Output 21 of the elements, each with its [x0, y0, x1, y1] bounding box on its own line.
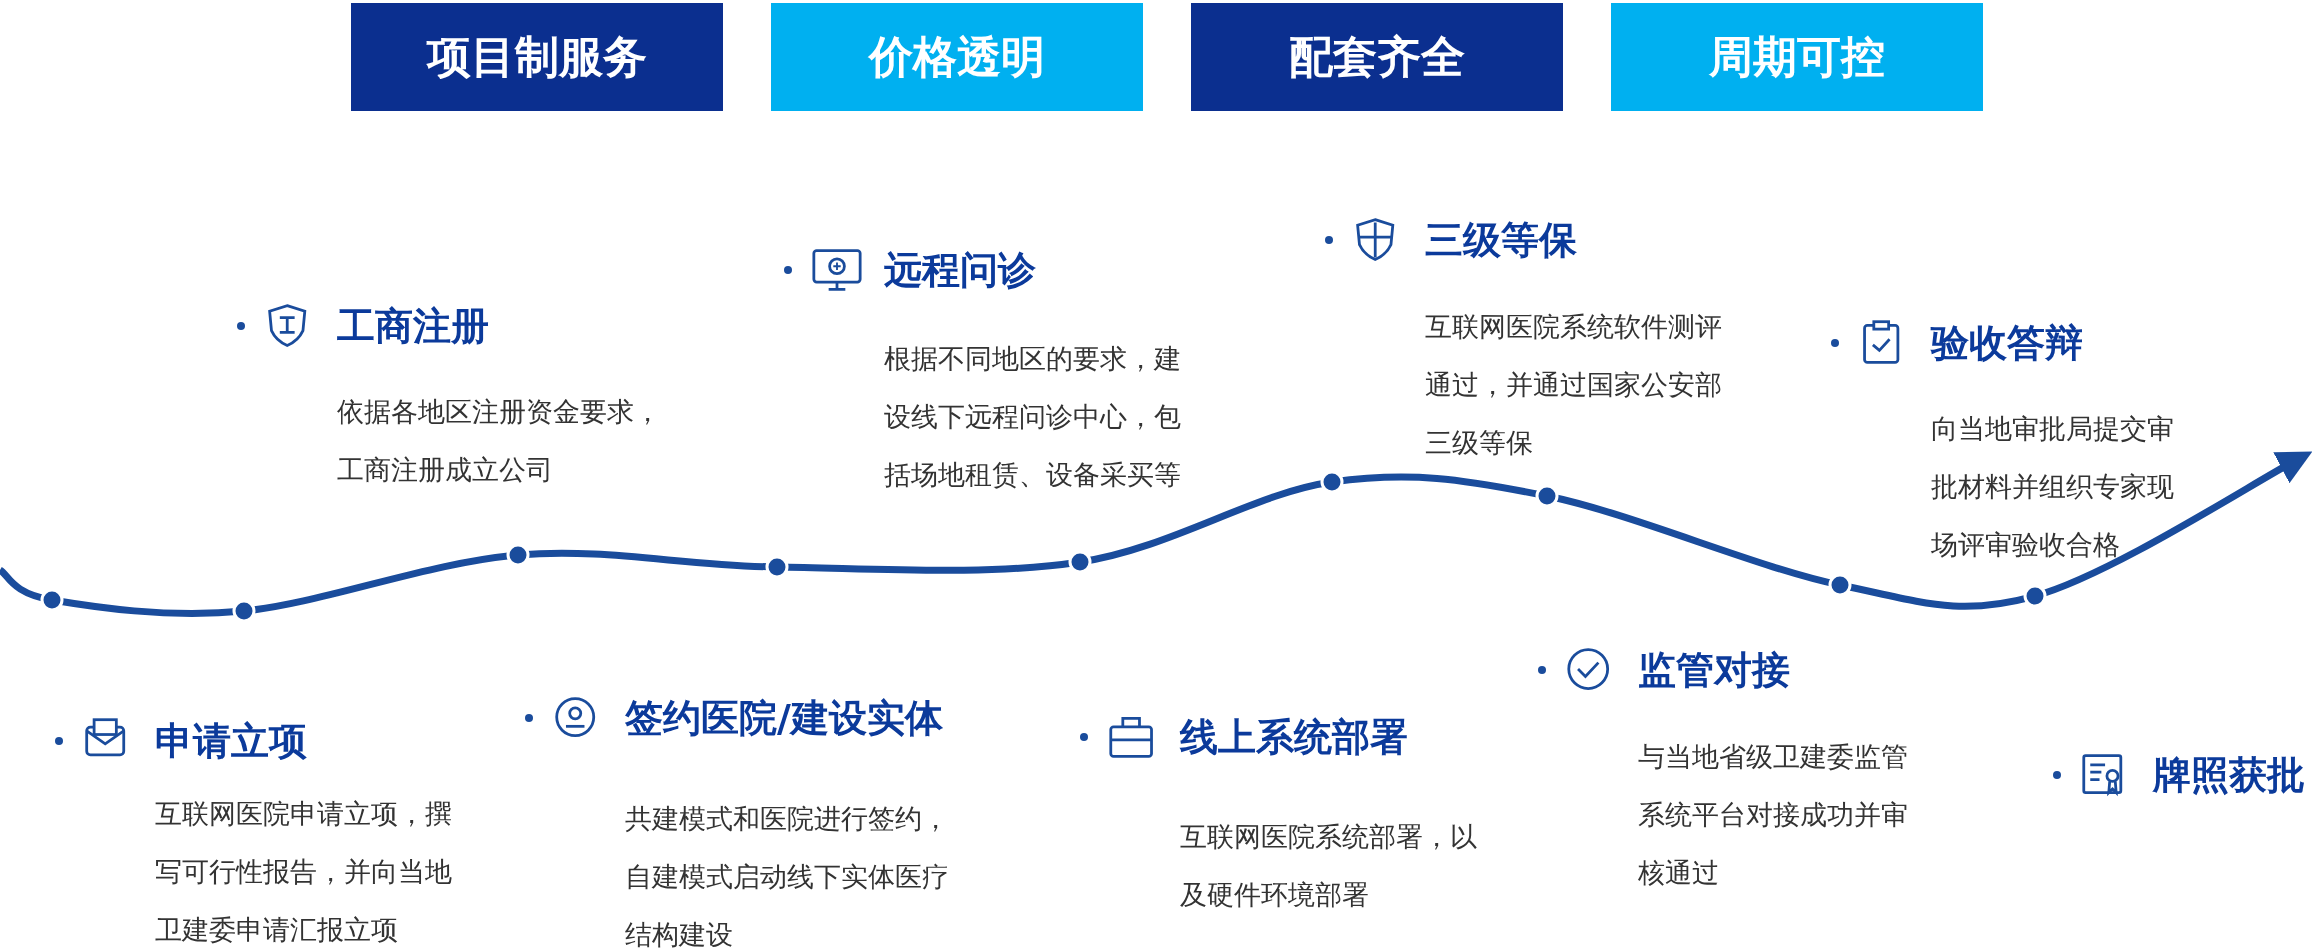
milestone-title: 三级等保: [1425, 217, 1577, 264]
milestone-title: 工商注册: [337, 303, 489, 350]
milestone-description: 与当地省级卫建委监管系统平台对接成功并审核通过: [1638, 740, 1909, 890]
feature-banner: 价格透明: [771, 3, 1143, 111]
milestone-title: 线上系统部署: [1180, 714, 1408, 761]
milestone-description: 向当地审批局提交审批材料并组织专家现场评审验收合格: [1931, 412, 2175, 562]
milestone-title: 申请立项: [155, 718, 307, 765]
milestone-description: 互联网医院申请立项，撰写可行性报告，并向当地卫建委申请汇报立项: [155, 797, 453, 947]
milestone-description: 根据不同地区的要求，建设线下远程问诊中心，包括场地租赁、设备采买等: [884, 342, 1182, 492]
milestone-description: 共建模式和医院进行签约，自建模式启动线下实体医疗结构建设: [625, 802, 950, 952]
milestone-description: 互联网医院系统软件测评通过，并通过国家公安部三级等保: [1425, 310, 1723, 460]
feature-banner: 项目制服务: [351, 3, 723, 111]
milestone-title: 验收答辩: [1931, 320, 2083, 367]
milestone-title: 监管对接: [1638, 647, 1790, 694]
milestone-title: 牌照获批: [2153, 752, 2305, 799]
feature-banner: 配套齐全: [1191, 3, 1563, 111]
milestone-description: 依据各地区注册资金要求，工商注册成立公司: [337, 395, 662, 487]
feature-banner: 周期可控: [1611, 3, 1983, 111]
milestone-title: 远程问诊: [884, 247, 1036, 294]
milestone-description: 互联网医院系统部署，以及硬件环境部署: [1180, 820, 1478, 912]
milestone-title: 签约医院/建设实体: [625, 695, 943, 742]
